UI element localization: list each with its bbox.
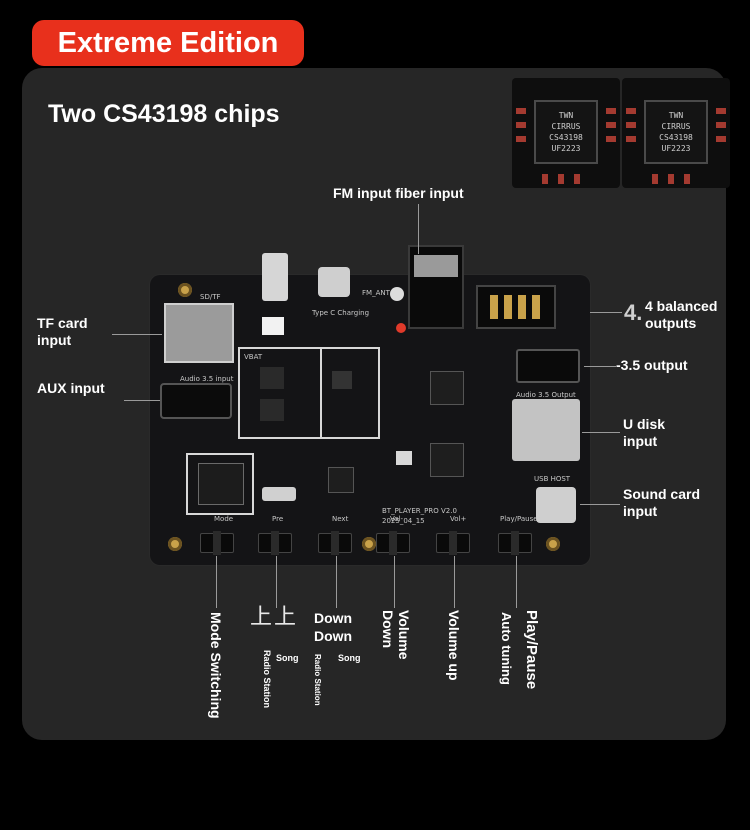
circuit-board: SD/TF Audio 3.5 input Type C Charging VB… [150,245,590,565]
auto-tuning-label: Auto tuning [499,612,514,685]
balanced-label-line1: 4 balanced [645,298,718,314]
leader-line [112,334,162,335]
balanced-number-label: 4. [624,300,643,325]
up-song-glyph: 上 [274,604,297,629]
down-label-1: Down [314,610,353,626]
mcu-outline [186,453,254,515]
leader-line [394,556,395,608]
silk-audio-output: Audio 3.5 Output [516,391,576,399]
leader-line [124,400,160,401]
usb-disk-port [512,399,580,461]
radio-station-up-label: Radio Station [262,650,272,708]
silk-audio-input: Audio 3.5 input [180,375,234,383]
sound-card-type-c [536,487,576,523]
mounting-hole [546,537,560,551]
type-c-port [318,267,350,297]
next-button [318,531,352,555]
song-up-label: Song [276,653,299,663]
leader-line [216,556,217,608]
silk-btn-pre: Pre [272,515,284,523]
fm-fiber-label: FM input fiber input [333,185,464,201]
output-35-jack [516,349,580,383]
silk-type-c: Type C Charging [312,309,370,317]
silk-btn-play: Play/Pause [500,515,538,523]
mode-switching-label: Mode Switching [208,612,224,719]
udisk-label-line1: U disk [623,416,666,432]
aux-input-label: AUX input [37,380,105,396]
mounting-hole [362,537,376,551]
volume-down-button [376,531,410,555]
inductor [260,399,284,421]
leader-line [276,556,277,608]
leader-line [418,204,419,254]
fm-antenna-pad [390,287,404,301]
silk-usb-host: USB HOST [534,475,571,483]
radio-station-down-label: Radio Station [313,654,322,706]
edition-badge: Extreme Edition [32,20,304,66]
fm-module [414,255,458,277]
leader-line [584,366,616,367]
aux-jack [160,383,232,419]
power-switch [262,253,288,301]
silk-bt-player: BT_PLAYER_PRO V2.0 [382,507,457,515]
gold-contact [490,295,498,319]
udisk-label-line2: input [623,433,658,449]
silk-vbat: VBAT [244,353,263,361]
song-down-label: Song [338,653,361,663]
inductor [260,367,284,389]
tf-card-label-line1: TF card [37,315,88,331]
play-pause-button [498,531,532,555]
tf-card-label-line2: input [37,332,72,348]
tf-card-slot [164,303,234,363]
leader-line [590,312,622,313]
chips-heading: Two CS43198 chips [48,100,280,128]
mounting-hole [168,537,182,551]
leader-line [454,556,455,608]
silk-date: 2025_04_15 [382,517,425,525]
silk-sd-tf: SD/TF [200,293,221,301]
gold-contact [504,295,512,319]
support-ic [328,467,354,493]
balanced-label-line2: outputs [645,315,697,331]
silk-btn-next: Next [332,515,349,523]
dac-chip-2 [430,443,464,477]
up-radio-glyph: 上 [250,604,273,629]
regulator-ic [332,371,352,389]
led-indicator [396,323,406,333]
mounting-hole [178,283,192,297]
leader-line [336,556,337,608]
down-label-2: Down [314,628,353,644]
crystal-oscillator [262,487,296,501]
battery-connector [262,317,284,335]
volume-up-label: Volume up [446,610,462,681]
output-35-label: -3.5 output [616,357,688,373]
leader-line [582,432,620,433]
gold-contact [518,295,526,319]
silk-btn-vol-plus: Vol+ [450,515,467,523]
previous-button [258,531,292,555]
regulator-section-outline [320,347,380,439]
balanced-output-jack [476,285,556,329]
soundcard-label-line2: input [623,503,658,519]
leader-line [516,556,517,608]
dac-chip-1 [430,371,464,405]
crystal [396,451,412,465]
gold-contact [532,295,540,319]
silk-fm-ant: FM_ANT [362,289,390,297]
leader-line [580,504,620,505]
soundcard-label-line1: Sound card [623,486,701,502]
volume-up-button [436,531,470,555]
silk-btn-mode: Mode [214,515,234,523]
main-mcu [198,463,244,505]
mode-button [200,531,234,555]
play-pause-label: Play/Pause [523,610,540,690]
silk-btn-vol-minus: Vol- [390,515,403,523]
